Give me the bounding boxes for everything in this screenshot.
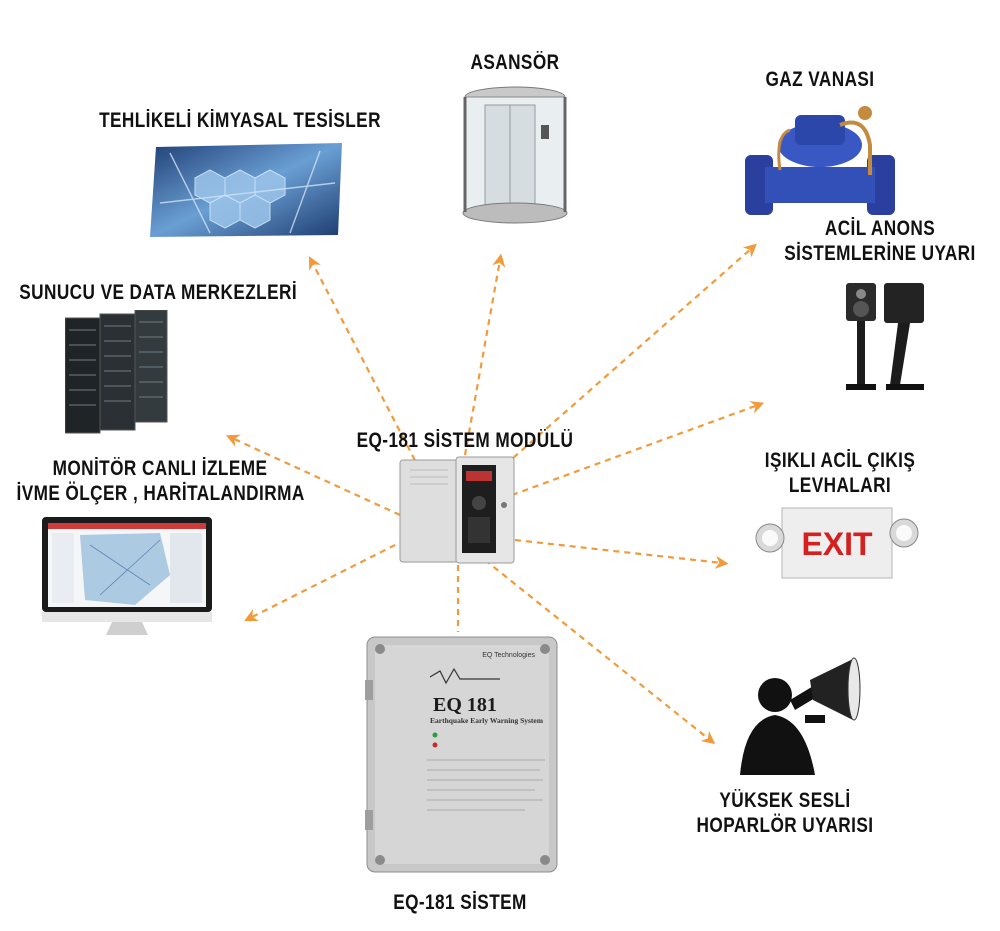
label-monitor: MONİTÖR CANLI İZLEME İVME ÖLÇER , HARİTA… [16,456,305,506]
label-asansor: ASANSÖR [470,51,560,74]
label-yuksek-line2: HOPARLÖR UYARISI [696,814,874,838]
label-sistem: EQ-181 SİSTEM [393,891,527,914]
label-acil-anons: ACİL ANONS SİSTEMLERİNE UYARI [782,216,979,266]
label-yuksek-line1: YÜKSEK SESLİ [719,789,851,812]
label-sunucu: SUNUCU VE DATA MERKEZLERİ [19,281,298,304]
label-monitor-line2: İVME ÖLÇER , HARİTALANDIRMA [16,482,305,506]
arrow-to-isikli [514,538,729,569]
label-isikli: IŞIKLI ACİL ÇIKIŞ LEVHALARI [742,448,939,498]
arrow-to-yuksek [484,559,716,745]
label-gaz-vanasi: GAZ VANASI [765,68,875,91]
server-racks-image [64,309,170,440]
box-brand: EQ Technologies [482,652,535,659]
announcement-speakers-image [838,280,938,400]
box-subtitle: Earthquake Early Warning System [430,716,544,725]
label-acil-anons-line2: SİSTEMLERİNE UYARI [784,242,976,266]
label-monitor-line1: MONİTÖR CANLI İZLEME [52,457,268,480]
label-yuksek: YÜKSEK SESLİ HOPARLÖR UYARISI [691,788,880,838]
monitor-image [40,515,215,645]
megaphone-man-image [730,655,865,785]
gas-valve-image [745,95,895,225]
arrow-to-sunucu [226,434,401,516]
label-acil-anons-line1: ACİL ANONS [824,217,936,240]
label-isikli-line1: IŞIKLI ACİL ÇIKIŞ [764,449,916,472]
eq181-module-image [398,455,518,572]
elevator-image [455,85,575,235]
exit-sign-image: EXIT [752,503,922,588]
chemical-facility-image [150,143,345,243]
arrow-to-asansor [463,253,506,456]
eq181-system-box: EQ Technologies EQ 181 Earthquake Early … [365,635,560,880]
label-isikli-line2: LEVHALARI [788,474,892,498]
exit-sign-text: EXIT [801,526,873,562]
box-logo: EQ 181 [433,694,497,716]
label-kimyasal: TEHLİKELİ KİMYASAL TESİSLER [99,109,381,132]
arrow-to-monitor [244,539,406,621]
label-modul: EQ-181 SİSTEM MODÜLÜ [356,429,574,452]
